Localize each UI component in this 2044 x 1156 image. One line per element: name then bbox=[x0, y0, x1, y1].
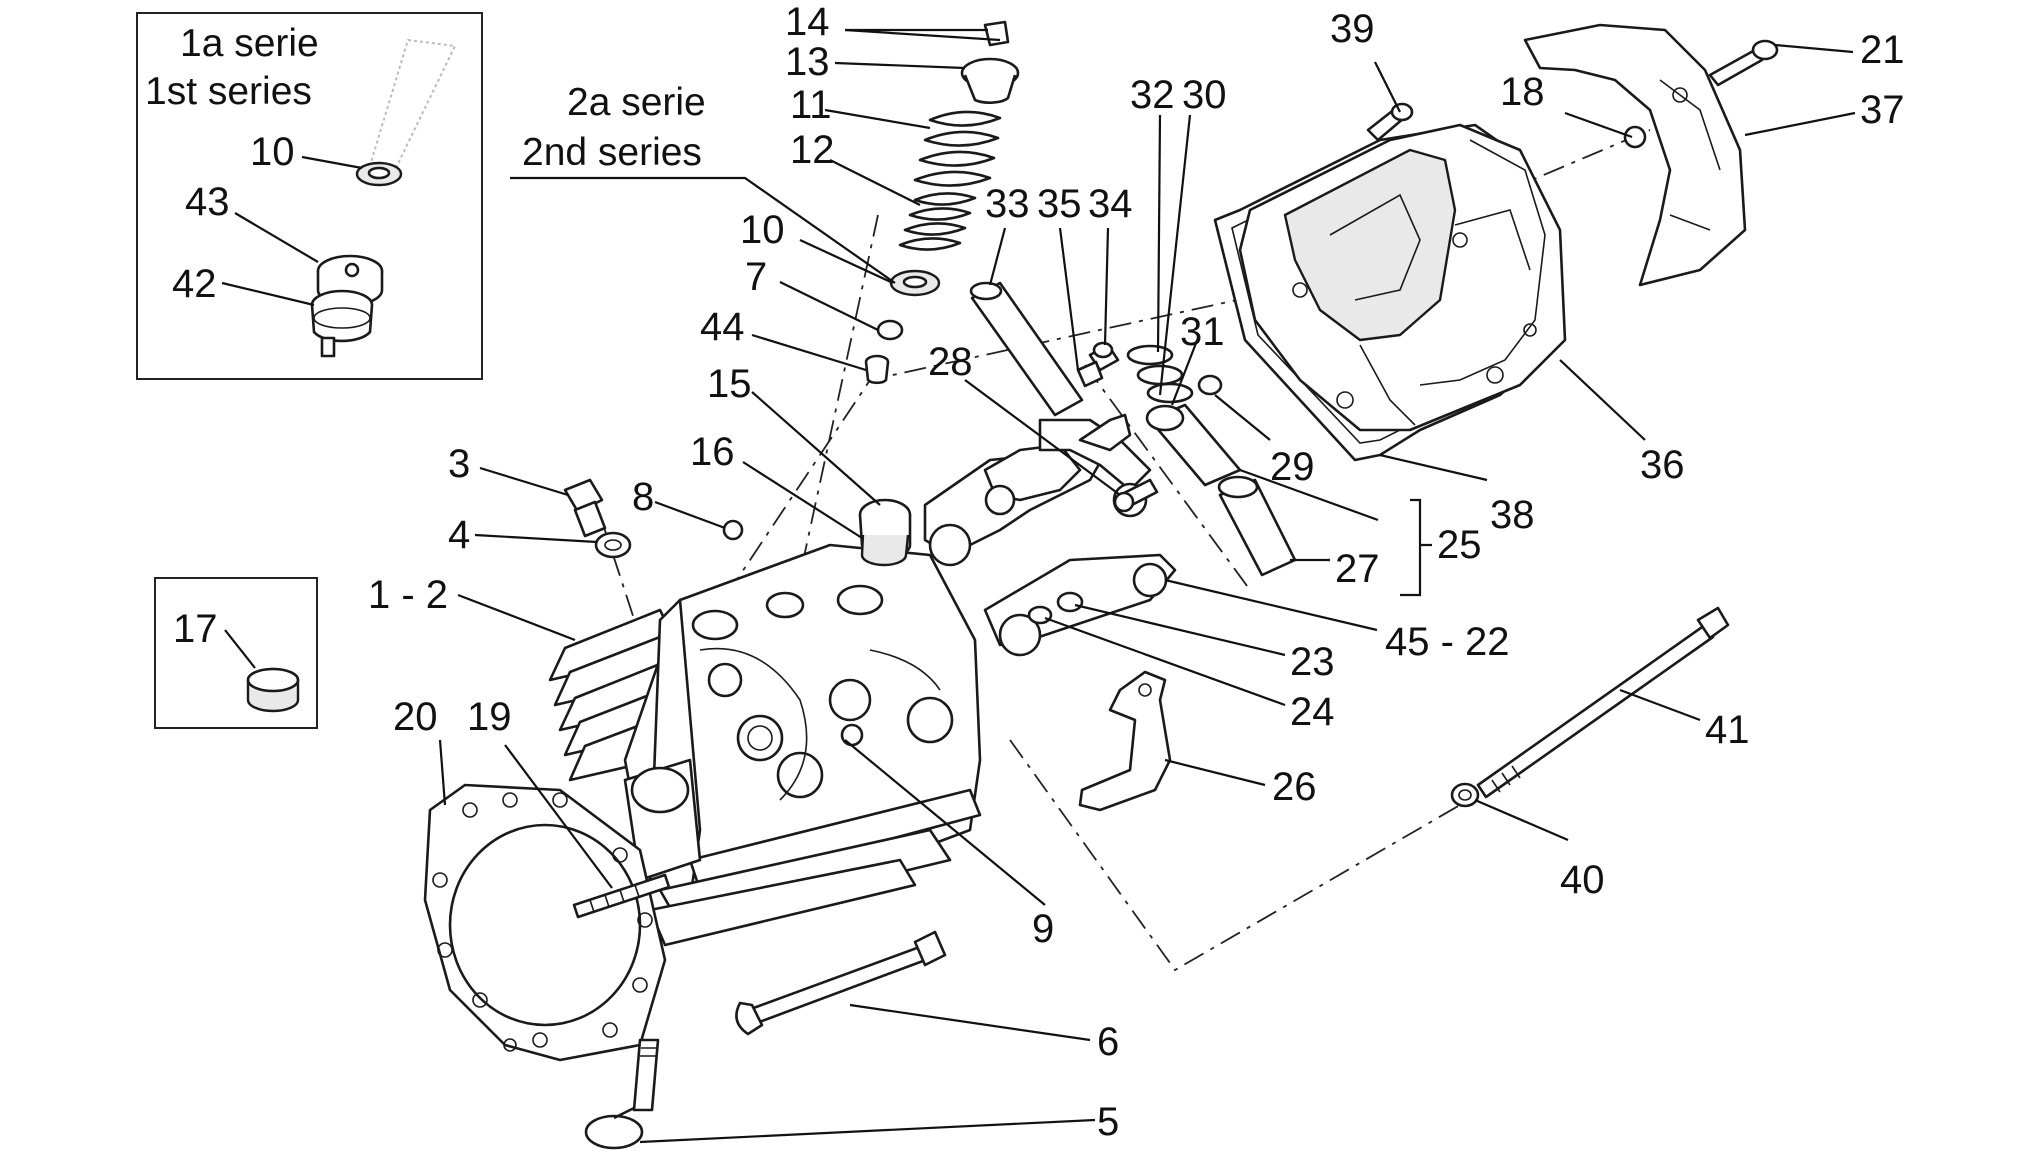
label-42: 42 bbox=[172, 262, 217, 306]
caption-series1-it: 1a serie bbox=[180, 22, 319, 65]
stud-19 bbox=[572, 873, 671, 919]
label-4: 4 bbox=[448, 513, 470, 557]
label-27: 27 bbox=[1335, 547, 1380, 591]
label-7: 7 bbox=[745, 255, 767, 299]
label-9: 9 bbox=[1032, 907, 1054, 951]
label-8: 8 bbox=[632, 475, 654, 519]
stud-41 bbox=[1476, 606, 1730, 799]
label-20: 20 bbox=[393, 695, 438, 739]
bracket-26 bbox=[1078, 670, 1172, 812]
label-1-2: 1 - 2 bbox=[368, 573, 448, 617]
label-15: 15 bbox=[707, 362, 752, 406]
label-12: 12 bbox=[790, 128, 835, 172]
cylinder-head bbox=[548, 543, 982, 947]
label-19: 19 bbox=[467, 695, 512, 739]
label-6: 6 bbox=[1097, 1020, 1119, 1064]
caption-series2-it: 2a serie bbox=[567, 81, 706, 124]
label-14: 14 bbox=[785, 0, 830, 44]
label-10-first-series: 10 bbox=[250, 130, 295, 174]
label-44: 44 bbox=[700, 305, 745, 349]
label-24: 24 bbox=[1290, 690, 1335, 734]
label-36: 36 bbox=[1640, 443, 1685, 487]
heat-shield-37 bbox=[1523, 23, 1747, 287]
label-40: 40 bbox=[1560, 858, 1605, 902]
valve-cover bbox=[1213, 123, 1567, 462]
label-10-second-series: 10 bbox=[740, 208, 785, 252]
bolt-28 bbox=[1113, 478, 1159, 513]
label-30: 30 bbox=[1182, 73, 1227, 117]
shaft-33 bbox=[969, 281, 1084, 417]
label-25: 25 bbox=[1437, 523, 1482, 567]
label-21: 21 bbox=[1860, 28, 1905, 72]
valve-5 bbox=[584, 1038, 660, 1150]
bolt-39 bbox=[1366, 102, 1414, 142]
label-35: 35 bbox=[1037, 182, 1082, 226]
label-37: 37 bbox=[1860, 88, 1905, 132]
label-39: 39 bbox=[1330, 7, 1375, 51]
washer-40 bbox=[1450, 782, 1480, 808]
head-gasket bbox=[423, 783, 667, 1062]
label-32: 32 bbox=[1130, 73, 1175, 117]
label-18: 18 bbox=[1500, 70, 1545, 114]
valve-cap-15-16 bbox=[858, 498, 912, 567]
leader-lines bbox=[221, 28, 1856, 1144]
label-31: 31 bbox=[1180, 310, 1225, 354]
inset-first-series: 1a serie 1st series bbox=[136, 12, 483, 380]
label-5: 5 bbox=[1097, 1100, 1119, 1144]
label-26: 26 bbox=[1272, 765, 1317, 809]
part-labels: 14 13 11 12 10 7 44 15 16 3 8 4 1 - 2 17… bbox=[172, 0, 1905, 1144]
label-34: 34 bbox=[1088, 182, 1133, 226]
label-11: 11 bbox=[790, 83, 832, 127]
label-3: 3 bbox=[448, 442, 470, 486]
label-23: 23 bbox=[1290, 640, 1335, 684]
label-38: 38 bbox=[1490, 493, 1535, 537]
grommet-18 bbox=[1623, 125, 1647, 149]
spring-sleeve-30-32 bbox=[1126, 344, 1242, 487]
label-45-22: 45 - 22 bbox=[1385, 620, 1510, 664]
label-33: 33 bbox=[985, 182, 1030, 226]
label-41: 41 bbox=[1705, 708, 1750, 752]
valve-6 bbox=[735, 930, 947, 1036]
screw-21 bbox=[1708, 39, 1779, 87]
rocker-assembly bbox=[923, 413, 1177, 657]
bolts-34-35 bbox=[1076, 341, 1120, 388]
valve-spring-assembly bbox=[864, 20, 1020, 385]
sleeve-27 bbox=[1217, 475, 1297, 577]
caption-series1-en: 1st series bbox=[145, 70, 312, 113]
plug-3-washer-4 bbox=[563, 478, 632, 559]
pin-8 bbox=[722, 519, 744, 541]
label-28: 28 bbox=[928, 340, 973, 384]
caption-series2-en: 2nd series bbox=[522, 131, 702, 174]
label-17: 17 bbox=[173, 607, 218, 651]
inset-part-17 bbox=[154, 577, 318, 729]
label-16: 16 bbox=[690, 430, 735, 474]
label-13: 13 bbox=[785, 40, 830, 84]
washer-29 bbox=[1197, 374, 1223, 396]
label-43: 43 bbox=[185, 180, 230, 224]
label-29: 29 bbox=[1270, 445, 1315, 489]
